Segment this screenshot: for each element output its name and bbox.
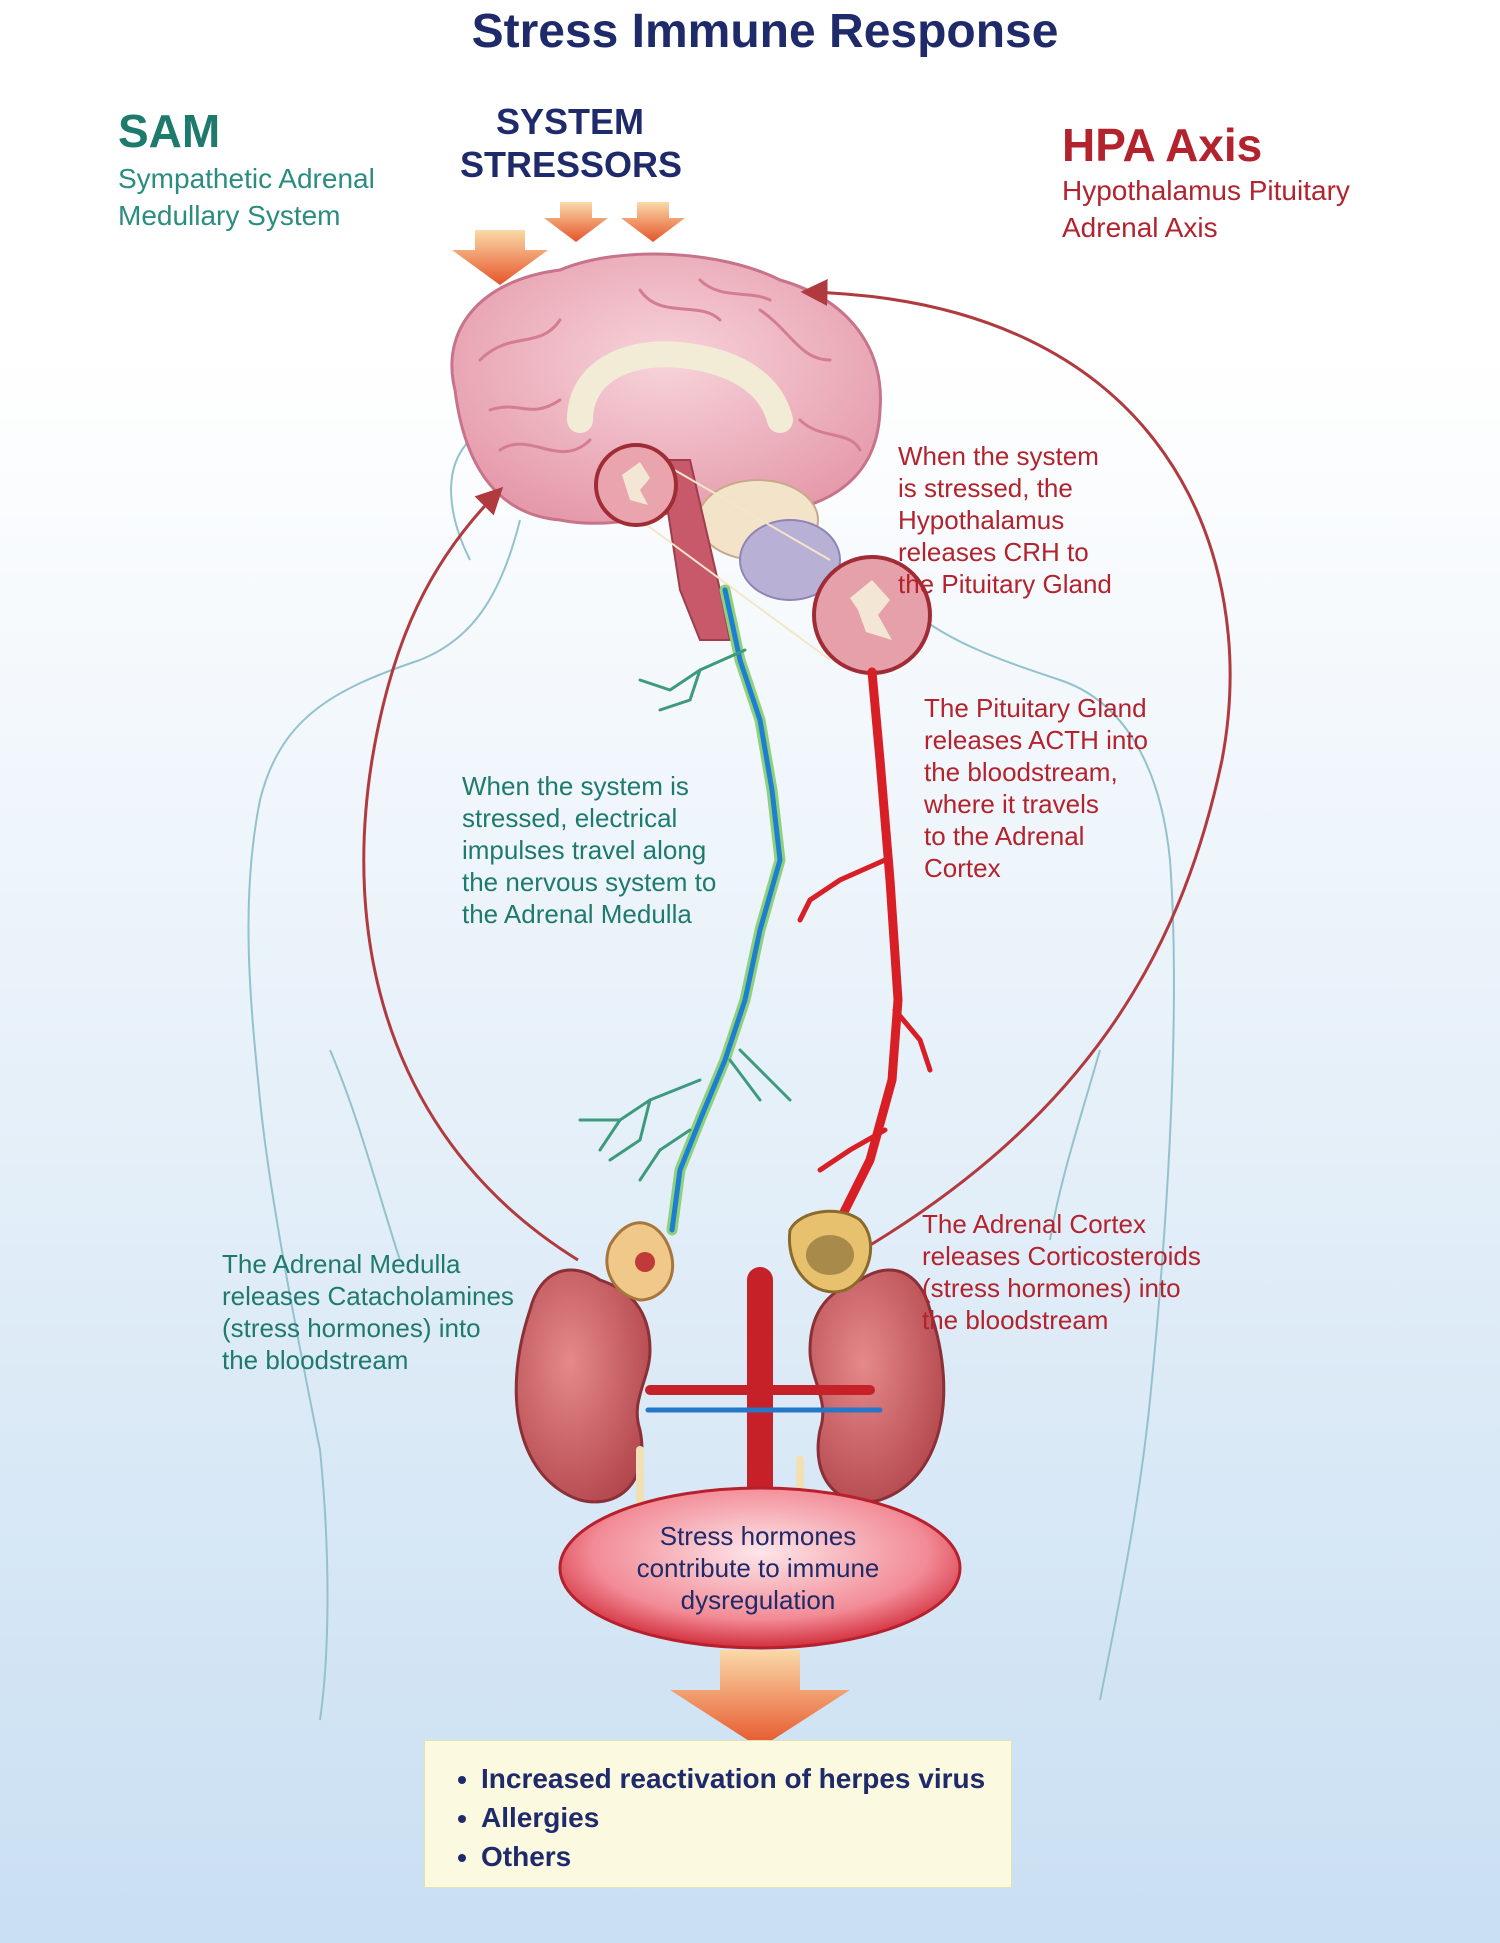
effect-item: Others xyxy=(481,1837,1011,1876)
outcome-arrow xyxy=(670,1650,850,1748)
hypothalamus-annotation: When the system is stressed, the Hypotha… xyxy=(898,441,1112,599)
medulla-annotation: The Adrenal Medulla releases Catacholami… xyxy=(222,1249,514,1375)
hpa-heading: HPA Axis xyxy=(1062,119,1263,171)
sam-subtitle: Sympathetic Adrenal Medullary System xyxy=(118,163,375,231)
stressors-heading: SYSTEM STRESSORS xyxy=(460,101,683,185)
sam-heading: SAM xyxy=(118,105,221,157)
outcome-text: Stress hormones contribute to immune dys… xyxy=(636,1521,880,1615)
brain xyxy=(450,252,882,641)
cortex-annotation: The Adrenal Cortex releases Corticostero… xyxy=(922,1209,1201,1335)
hpa-feedback-arc xyxy=(800,279,1232,1252)
effects-list: Increased reactivation of herpes virus A… xyxy=(424,1740,1012,1888)
body-silhouette xyxy=(247,439,1175,1721)
kidneys xyxy=(514,1209,946,1504)
acth-artery xyxy=(797,667,933,1225)
effect-item: Increased reactivation of herpes virus xyxy=(481,1759,1011,1798)
brainstem xyxy=(658,459,732,641)
effect-item: Allergies xyxy=(481,1798,1011,1837)
hpa-subtitle: Hypothalamus Pituitary Adrenal Axis xyxy=(1062,175,1350,243)
pituitary-annotation: The Pituitary Gland releases ACTH into t… xyxy=(924,693,1148,883)
nervous-annotation: When the system is stressed, electrical … xyxy=(462,771,717,929)
left-kidney xyxy=(514,1268,652,1504)
page-title: Stress Immune Response xyxy=(471,5,1059,58)
stressor-arrows xyxy=(452,202,685,285)
outcome-oval xyxy=(558,1486,962,1650)
sam-feedback-arc xyxy=(362,486,579,1262)
sympathetic-nerve xyxy=(578,584,792,1236)
